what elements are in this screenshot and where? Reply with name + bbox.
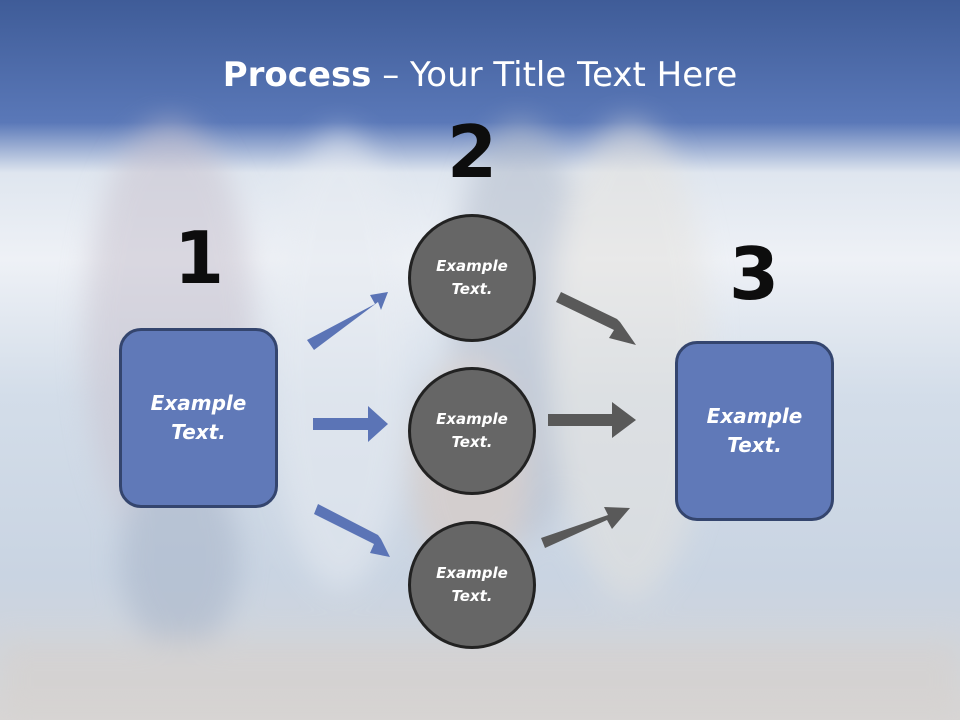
- step-number-1: 1: [173, 216, 225, 300]
- slide-title: Process – Your Title Text Here: [0, 52, 960, 98]
- step-1-box: Example Text.: [119, 328, 278, 508]
- step-number-3: 3: [728, 232, 780, 316]
- step-2-circle-middle: Example Text.: [408, 367, 536, 495]
- step-2-circle-top: Example Text.: [408, 214, 536, 342]
- title-rest: – Your Title Text Here: [371, 55, 738, 95]
- step-3-box: Example Text.: [675, 341, 834, 521]
- step-2-circle-bottom: Example Text.: [408, 521, 536, 649]
- title-bold: Process: [222, 55, 372, 95]
- step-number-2: 2: [446, 110, 498, 194]
